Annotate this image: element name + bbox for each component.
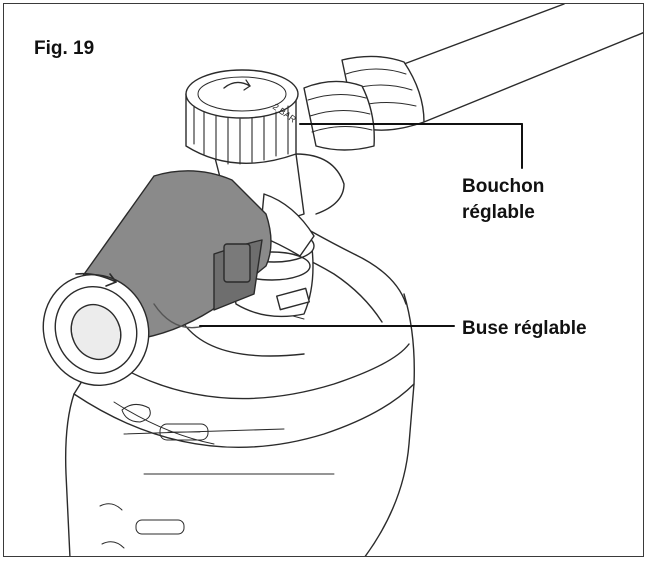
callout-cap-line1: Bouchon (462, 176, 545, 197)
callout-cap-line2: réglable (462, 202, 535, 223)
figure-frame: 2 BAR (3, 3, 644, 557)
callout-nozzle-line1: Buse réglable (462, 318, 587, 339)
adjustable-nozzle (42, 170, 272, 387)
foam-lance-illustration: 2 BAR (42, 4, 643, 556)
figure-label: Fig. 19 (34, 38, 95, 59)
callout-adjustable-nozzle: Buse réglable (462, 316, 587, 342)
callout-adjustable-cap: Bouchon réglable (462, 174, 544, 226)
lance-hose (303, 4, 643, 151)
adjustable-cap: 2 BAR (185, 69, 299, 165)
